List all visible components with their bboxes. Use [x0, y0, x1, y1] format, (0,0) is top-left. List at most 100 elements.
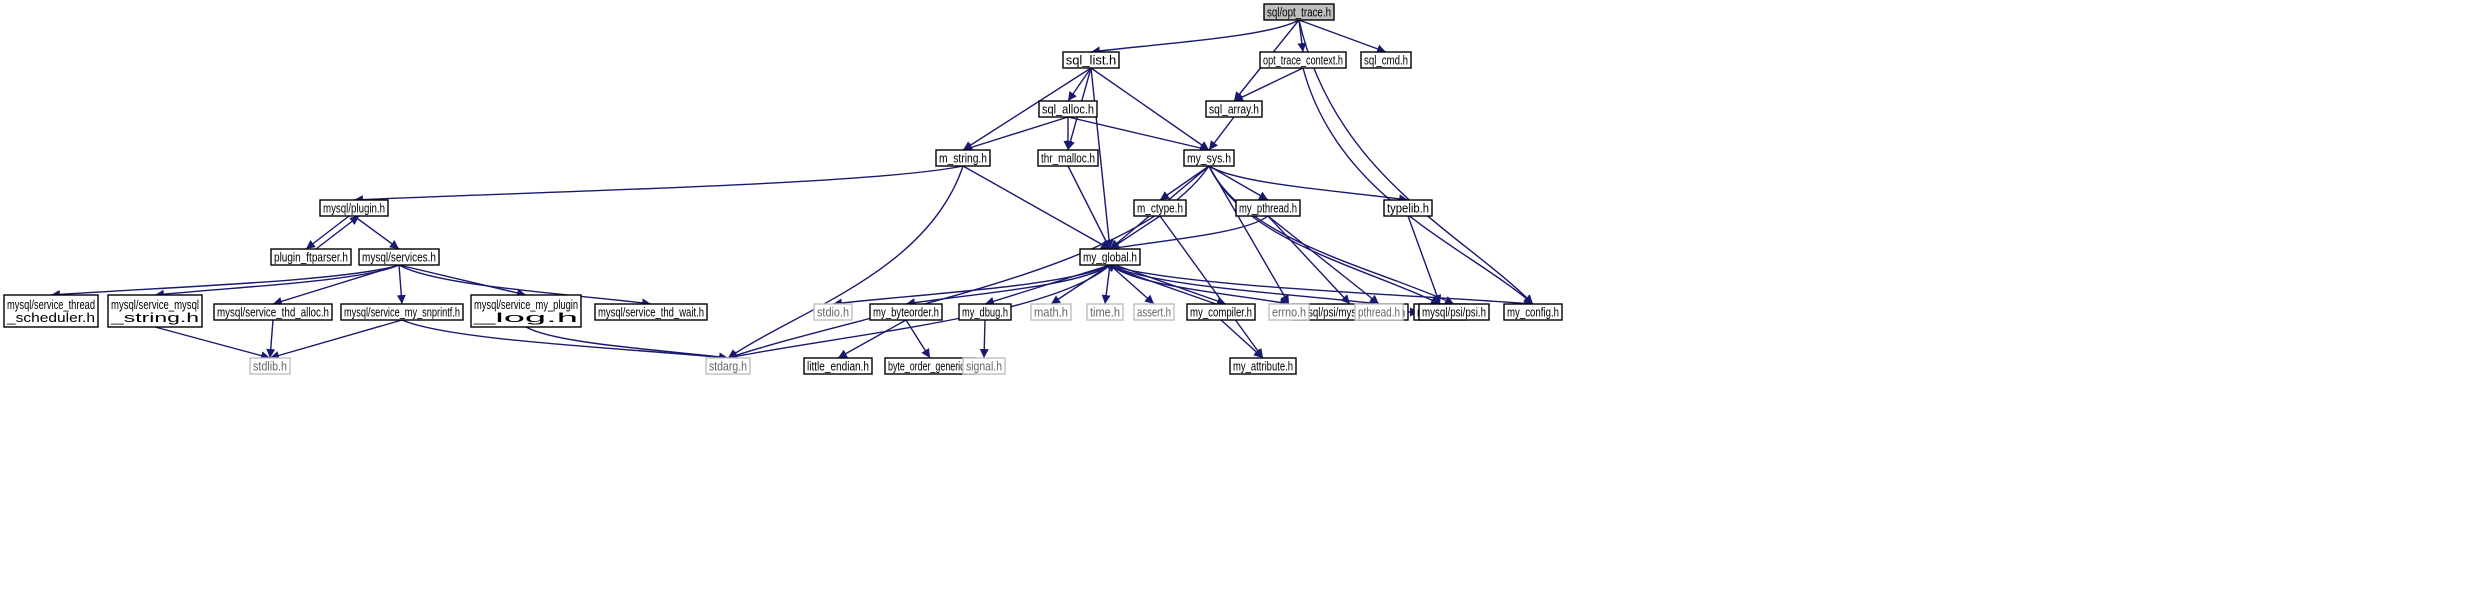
node-box [1133, 303, 1175, 321]
node-box [1038, 100, 1098, 118]
edge-my_dbug-to-signal [979, 319, 989, 359]
edge-sql_list-to-my_sys [1090, 67, 1210, 151]
node-label: my_compiler.h [1190, 305, 1252, 320]
node-box [803, 357, 873, 375]
node-my-attribute[interactable]: my_attribute.h [1229, 357, 1297, 375]
edge-mysql_services-to-svc_thd_alloc [272, 264, 400, 306]
edge-my_sys-to-my_pthread [1208, 165, 1269, 201]
node-sql-alloc[interactable]: sql_alloc.h [1038, 100, 1098, 118]
node-my-compiler[interactable]: my_compiler.h [1186, 303, 1256, 321]
node-label: mysql/plugin.h [323, 201, 385, 216]
node-m-ctype[interactable]: m_ctype.h [1133, 199, 1187, 217]
node-mysql-plugin[interactable]: mysql/plugin.h [319, 199, 389, 217]
edge-my_global-to-assert [1109, 264, 1155, 305]
edge-mysql_plugin-to-mysql_services [353, 215, 400, 250]
node-stdio: stdio.h [813, 303, 853, 321]
node-assert: assert.h [1133, 303, 1175, 321]
node-box [107, 294, 203, 328]
edge-my_pthread-to-psi_mysql_thread [1267, 215, 1351, 305]
edge-my_global-to-my_byteorder [905, 264, 1111, 308]
node-sql-array[interactable]: sql_array.h [1205, 100, 1263, 118]
edge-typelib-to-my_alloc [1407, 215, 1442, 305]
node-sql-list[interactable]: sql_list.h [1062, 51, 1120, 69]
node-label: assert.h [1137, 305, 1171, 320]
node-svc-mysql-string[interactable]: mysql/service_mysql_string.h [107, 294, 203, 328]
edge-my_global-to-math [1050, 264, 1111, 305]
node-box [813, 303, 853, 321]
node-little-endian[interactable]: little_endian.h [803, 357, 873, 375]
edge-opt_trace-to-sql_list [1090, 19, 1300, 56]
node-label: opt_trace_context.h [1263, 53, 1343, 68]
node-svc-thd-wait[interactable]: mysql/service_thd_wait.h [594, 303, 708, 321]
node-byte-order-generic[interactable]: byte_order_generic.h [884, 357, 976, 375]
node-svc-thd-alloc[interactable]: mysql/service_thd_alloc.h [213, 303, 333, 321]
edge-opt_trace-to-sql_cmd [1298, 19, 1387, 54]
node-box [1268, 303, 1310, 321]
node-box [213, 303, 333, 321]
node-box [1229, 357, 1297, 375]
node-svc-my-plugin-log[interactable]: mysql/service_my_plugin_log.h [470, 294, 582, 328]
edge-my_global-to-errno [1109, 264, 1290, 307]
nodes-layer: sql/opt_trace.h sql_list.h sql_array.h opt_… [3, 3, 1563, 375]
node-box [1086, 303, 1124, 321]
node-box [1360, 51, 1412, 69]
node-label: my_byteorder.h [873, 305, 939, 320]
node-box [340, 303, 464, 321]
node-label: sql/opt_trace.h [1267, 5, 1331, 20]
edge-my_byteorder-to-byte_order_generic [905, 319, 931, 359]
node-pthread: pthread.h [1354, 303, 1404, 321]
node-m-string[interactable]: m_string.h [935, 149, 991, 167]
node-my-sys[interactable]: my_sys.h [1183, 149, 1235, 167]
node-box [958, 303, 1012, 321]
node-signal: signal.h [962, 357, 1006, 375]
edge-my_byteorder-to-little_endian [837, 319, 907, 359]
node-mysql-services[interactable]: mysql/services.h [358, 248, 440, 266]
node-label: mysql/service_my_snprintf.h [344, 305, 460, 320]
node-box [1079, 248, 1141, 266]
node-box [705, 357, 751, 375]
node-label: little_endian.h [807, 359, 869, 374]
node-label: stdarg.h [709, 359, 747, 374]
edge-mysql_services-to-svc_thread_scheduler [50, 264, 400, 299]
edges-layer [50, 19, 1534, 362]
edge-opt_trace_context-to-sql_array [1233, 67, 1304, 102]
edge-my_global-to-my_dbug [984, 264, 1111, 306]
edge-m_string-to-my_global [962, 165, 1111, 250]
edge-my_compiler-to-my_attribute [1220, 319, 1264, 359]
node-typelib[interactable]: typelib.h [1383, 199, 1433, 217]
node-box [594, 303, 708, 321]
edge-my_global-to-stdio [832, 264, 1111, 308]
node-svc-thread-scheduler[interactable]: mysql/service_thread_scheduler.h [3, 294, 99, 328]
node-label: signal.h [966, 359, 1002, 374]
node-box [1062, 51, 1120, 69]
node-stdarg: stdarg.h [705, 357, 751, 375]
node-opt-trace-context[interactable]: opt_trace_context.h [1259, 51, 1347, 69]
node-my-config[interactable]: my_config.h [1503, 303, 1563, 321]
node-label: mysql/service_thd_wait.h [598, 305, 704, 320]
node-psi-psi[interactable]: mysql/psi/psi.h [1418, 303, 1490, 321]
node-label: stdio.h [817, 305, 849, 320]
node-label: errno.h [1272, 305, 1306, 320]
node-box [1503, 303, 1563, 321]
edge-sql_list-to-m_string [962, 67, 1092, 151]
node-label: time.h [1090, 305, 1120, 320]
node-label: sql_cmd.h [1364, 53, 1408, 68]
node-box [962, 357, 1006, 375]
node-my-global[interactable]: my_global.h [1079, 248, 1141, 266]
node-sql-cmd[interactable]: sql_cmd.h [1360, 51, 1412, 69]
edge-sql_list-to-my_global [1090, 67, 1114, 250]
node-label: stdlib.h [253, 359, 287, 374]
node-thr-malloc[interactable]: thr_malloc.h [1037, 149, 1099, 167]
edge-mysql_services-to-svc_thd_wait [398, 264, 652, 308]
node-time: time.h [1086, 303, 1124, 321]
node-svc-my-snprintf[interactable]: mysql/service_my_snprintf.h [340, 303, 464, 321]
edge-my_pthread-to-my_global [1109, 215, 1269, 252]
node-plugin-ftparser[interactable]: plugin_ftparser.h [270, 248, 352, 266]
node-box [1030, 303, 1072, 321]
node-label: my_sys.h [1187, 151, 1231, 166]
node-my-dbug[interactable]: my_dbug.h [958, 303, 1012, 321]
node-box [1259, 51, 1347, 69]
node-opt-trace[interactable]: sql/opt_trace.h [1263, 3, 1335, 21]
node-my-byteorder[interactable]: my_byteorder.h [869, 303, 943, 321]
node-my-pthread[interactable]: my_pthread.h [1235, 199, 1301, 217]
